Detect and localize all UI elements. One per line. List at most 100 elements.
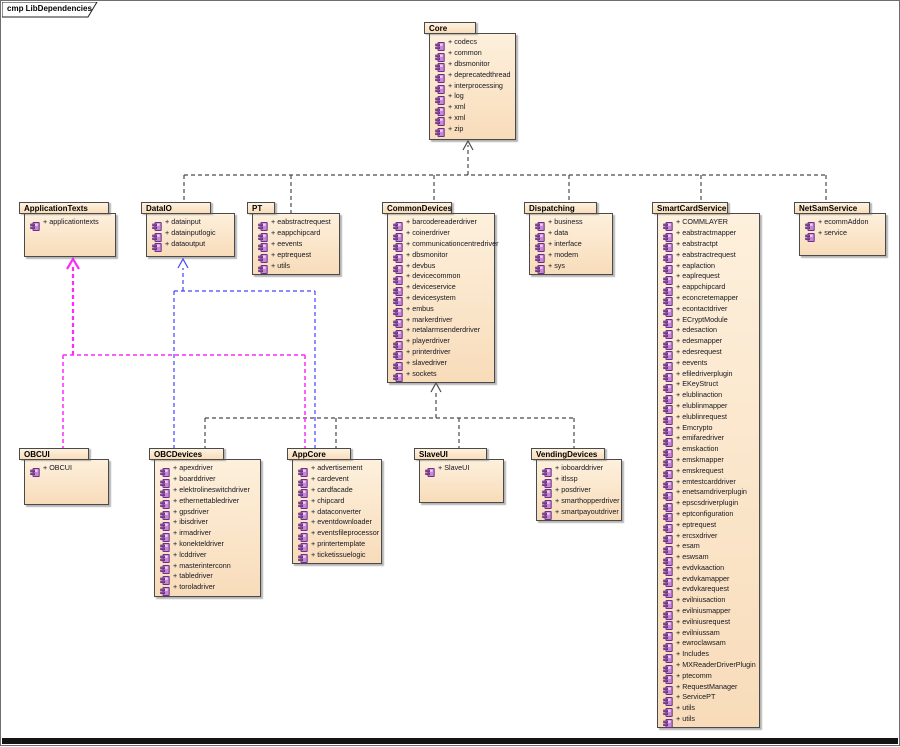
package-dispatching[interactable]: Dispatching + business + data + interfac… <box>524 202 613 275</box>
package-item[interactable]: + embus <box>388 303 492 318</box>
package-item[interactable]: + eptrequest <box>658 519 757 534</box>
package-item[interactable]: + SlaveUI <box>420 463 501 477</box>
package-item[interactable]: + eaplrequest <box>658 271 757 285</box>
package-item[interactable]: + eappchipcard <box>658 282 757 296</box>
package-item[interactable]: + COMMLAYER <box>658 217 757 231</box>
package-item[interactable]: + tabledriver <box>155 571 258 585</box>
package-item[interactable]: + itlssp <box>537 474 619 488</box>
package-pt[interactable]: PT + eabstractrequest + eappchipcard + e… <box>247 202 340 275</box>
package-smartcardservice-title[interactable]: SmartCardService <box>652 202 728 214</box>
package-item[interactable]: + dbsmonitor <box>430 59 513 73</box>
package-item[interactable]: + barcodereaderdriver <box>388 217 492 231</box>
package-item[interactable]: + netalarmsenderdriver <box>388 325 492 339</box>
package-applicationtexts[interactable]: ApplicationTexts + applicationtexts <box>19 202 116 257</box>
package-item[interactable]: + slavedriver <box>388 357 492 372</box>
package-appcore[interactable]: AppCore + advertisement + cardevent + ca… <box>287 448 382 565</box>
package-item[interactable]: + datainput <box>147 217 232 231</box>
package-item[interactable]: + lcddriver <box>155 549 258 564</box>
package-item[interactable]: + utils <box>658 714 757 728</box>
package-item[interactable]: + log <box>430 91 513 105</box>
package-item[interactable]: + zip <box>430 123 513 138</box>
package-item[interactable]: + evdvkaaction <box>658 563 757 577</box>
package-item[interactable]: + markerdriver <box>388 314 492 329</box>
package-item[interactable]: + xml <box>430 113 513 127</box>
dataio-dependency[interactable] <box>173 257 316 448</box>
package-pt-title[interactable]: PT <box>247 202 275 214</box>
package-item[interactable]: + evilniusrequest <box>658 616 757 631</box>
package-item[interactable]: + xml <box>430 102 513 116</box>
package-core[interactable]: Core + codecs + common + dbsmonitor <box>424 22 516 140</box>
package-item[interactable]: + cardevent <box>293 474 379 488</box>
package-dispatching-title[interactable]: Dispatching <box>524 202 597 214</box>
package-item[interactable]: + epscsdriverplugin <box>658 498 757 512</box>
package-item[interactable]: + interface <box>530 239 610 253</box>
package-item[interactable]: + boarddriver <box>155 474 258 488</box>
package-applicationtexts-title[interactable]: ApplicationTexts <box>19 202 109 214</box>
package-vendingdevices[interactable]: VendingDevices + ioboarddriver + itlssp … <box>531 448 622 521</box>
package-netsamservice-title[interactable]: NetSamService <box>794 202 870 214</box>
package-item[interactable]: + gpsdriver <box>155 506 258 521</box>
package-item[interactable]: + konekteldriver <box>155 539 258 553</box>
package-item[interactable]: + modem <box>530 249 610 264</box>
package-item[interactable]: + playerdriver <box>388 336 492 350</box>
package-item[interactable]: + printertemplate <box>293 539 379 553</box>
package-item[interactable]: + efiledriverplugin <box>658 368 757 383</box>
package-item[interactable]: + eevents <box>253 239 337 253</box>
package-item[interactable]: + devbus <box>388 260 492 275</box>
package-item[interactable]: + eptrequest <box>253 249 337 264</box>
package-item[interactable]: + utils <box>253 260 337 275</box>
package-item[interactable]: + eptconfiguration <box>658 509 757 523</box>
package-item[interactable]: + eabstractrequest <box>658 249 757 264</box>
package-item[interactable]: + smarthopperdriver <box>537 495 620 510</box>
package-item[interactable]: + apexdriver <box>155 463 258 477</box>
package-item[interactable]: + eappchipcard <box>253 228 337 242</box>
package-item[interactable]: + elublinaction <box>658 390 757 404</box>
package-item[interactable]: + elublinrequest <box>658 411 757 426</box>
package-obcdevices-title[interactable]: OBCDevices <box>149 448 224 460</box>
package-item[interactable]: + emskmapper <box>658 455 757 469</box>
package-item[interactable]: + datainputlogic <box>147 228 232 242</box>
core-dependency-bus[interactable] <box>183 139 827 213</box>
package-item[interactable]: + sys <box>530 260 610 275</box>
applicationtexts-dependency[interactable] <box>62 256 306 448</box>
package-item[interactable]: + deviceservice <box>388 282 492 296</box>
package-item[interactable]: + edesaction <box>658 325 757 339</box>
package-item[interactable]: + Emcrypto <box>658 422 757 437</box>
package-item[interactable]: + advertisement <box>293 463 379 477</box>
package-item[interactable]: + business <box>530 217 610 231</box>
package-item[interactable]: + deprecatedthread <box>430 69 513 84</box>
package-item[interactable]: + emskrequest <box>658 465 757 480</box>
package-item[interactable]: + evilniusmapper <box>658 606 757 620</box>
package-item[interactable]: + RequestManager <box>658 681 757 696</box>
package-item[interactable]: + ServicePT <box>658 692 757 706</box>
package-item[interactable]: + emskaction <box>658 444 757 458</box>
package-item[interactable]: + smartpayoutdriver <box>537 506 619 521</box>
package-item[interactable]: + posdriver <box>537 485 619 499</box>
package-netsamservice[interactable]: NetSamService + ecommAddon + service <box>794 202 886 256</box>
package-item[interactable]: + eventsfileprocessor <box>293 528 379 542</box>
package-item[interactable]: + ercsxdriver <box>658 530 757 544</box>
package-item[interactable]: + ioboarddriver <box>537 463 619 477</box>
package-item[interactable]: + eabstractrequest <box>253 217 337 231</box>
package-item[interactable]: + ptecomm <box>658 670 757 685</box>
package-item[interactable]: + irmadriver <box>155 528 258 542</box>
package-item[interactable]: + applicationtexts <box>25 217 113 231</box>
package-item[interactable]: + eabstractpt <box>658 239 757 253</box>
package-item[interactable]: + ticketissuelogic <box>293 549 379 564</box>
package-item[interactable]: + dataoutput <box>147 239 232 253</box>
package-dataio[interactable]: DataIO + datainput + datainputlogic + da… <box>141 202 235 257</box>
package-item[interactable]: + eventdownloader <box>293 517 379 531</box>
package-obcui[interactable]: OBCUI + OBCUI <box>19 448 109 505</box>
package-item[interactable]: + eswsam <box>658 552 757 566</box>
package-item[interactable]: + EKeyStruct <box>658 379 757 393</box>
package-item[interactable]: + Includes <box>658 649 757 663</box>
package-obcdevices[interactable]: OBCDevices + apexdriver + boarddriver + … <box>149 448 261 597</box>
package-item[interactable]: + common <box>430 48 513 62</box>
package-item[interactable]: + MXReaderDriverPlugin <box>658 660 757 674</box>
package-appcore-title[interactable]: AppCore <box>287 448 351 460</box>
package-item[interactable]: + emifaredriver <box>658 433 757 447</box>
commondevices-dependency-bus[interactable] <box>204 381 575 448</box>
package-commondevices[interactable]: CommonDevices + barcodereaderdriver + co… <box>382 202 498 383</box>
package-item[interactable]: + evilniussam <box>658 627 757 642</box>
package-item[interactable]: + elublinmapper <box>658 401 757 415</box>
